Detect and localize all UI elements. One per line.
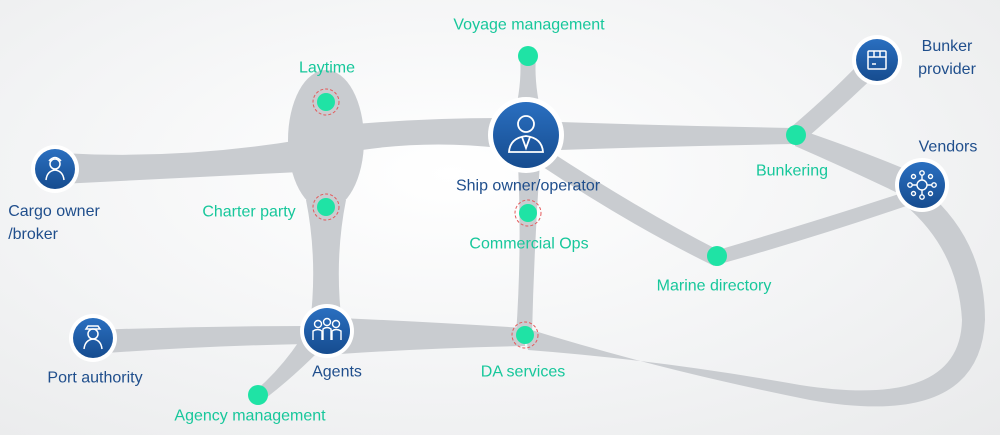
network-icon	[907, 170, 937, 200]
agents-node[interactable]	[300, 304, 354, 358]
officer-icon	[83, 325, 103, 350]
band-port-to-agents	[93, 326, 306, 354]
cargo-owner-node[interactable]	[31, 145, 79, 193]
band-bunkering-to-vendors	[795, 128, 912, 196]
bunkering-label: Bunkering	[755, 162, 829, 180]
agency-management-label: Agency management	[174, 407, 326, 425]
port-authority-node[interactable]	[69, 314, 117, 362]
actor-nodes	[31, 35, 949, 362]
cargo-owner-label: Cargo owner /broker	[8, 202, 100, 243]
commercial-ops-label: Commercial Ops	[469, 235, 589, 253]
band-ship-to-da	[516, 162, 540, 335]
group-icon	[312, 317, 342, 340]
marine-directory-label: Marine directory	[656, 277, 772, 295]
vendors-label: Vendors	[918, 138, 978, 156]
worker-icon	[45, 156, 65, 181]
band-agents-to-agency	[254, 340, 318, 398]
band-cargo-to-hub	[60, 140, 300, 184]
marine-directory-dot[interactable]	[707, 246, 727, 266]
da-services-dot[interactable]	[511, 321, 539, 349]
bunker-provider-label: Bunker provider	[918, 37, 976, 78]
da-services-label: DA services	[480, 363, 566, 381]
band-da-to-vendors	[525, 190, 985, 407]
laytime-label: Laytime	[298, 59, 356, 77]
businessman-icon	[508, 115, 544, 153]
band-ship-to-marine	[540, 150, 718, 266]
commercial-ops-dot[interactable]	[514, 199, 542, 227]
charter-party-label: Charter party	[202, 203, 296, 221]
band-hub-to-ship	[355, 118, 500, 150]
bunker-provider-node[interactable]	[852, 35, 902, 85]
box-icon	[867, 50, 887, 70]
agents-label: Agents	[312, 363, 362, 381]
ship-owner-label: Ship owner/operator	[455, 177, 601, 195]
charter-party-dot[interactable]	[312, 193, 340, 221]
process-nodes	[248, 46, 806, 405]
band-ship-to-bunkering	[560, 122, 795, 150]
vendors-node[interactable]	[895, 158, 949, 212]
ship-owner-node[interactable]	[488, 97, 564, 173]
band-voyage-to-ship	[516, 56, 540, 108]
bunkering-dot[interactable]	[786, 125, 806, 145]
band-marine-to-vendors	[718, 192, 912, 264]
band-agents-to-da	[340, 318, 525, 354]
voyage-management-dot[interactable]	[518, 46, 538, 66]
voyage-management-label: Voyage management	[453, 16, 605, 34]
port-authority-label: Port authority	[47, 369, 143, 387]
band-hub-to-agents	[306, 200, 346, 325]
laytime-dot[interactable]	[312, 88, 340, 116]
hub-charter-blob	[288, 70, 364, 210]
agency-management-dot[interactable]	[248, 385, 268, 405]
